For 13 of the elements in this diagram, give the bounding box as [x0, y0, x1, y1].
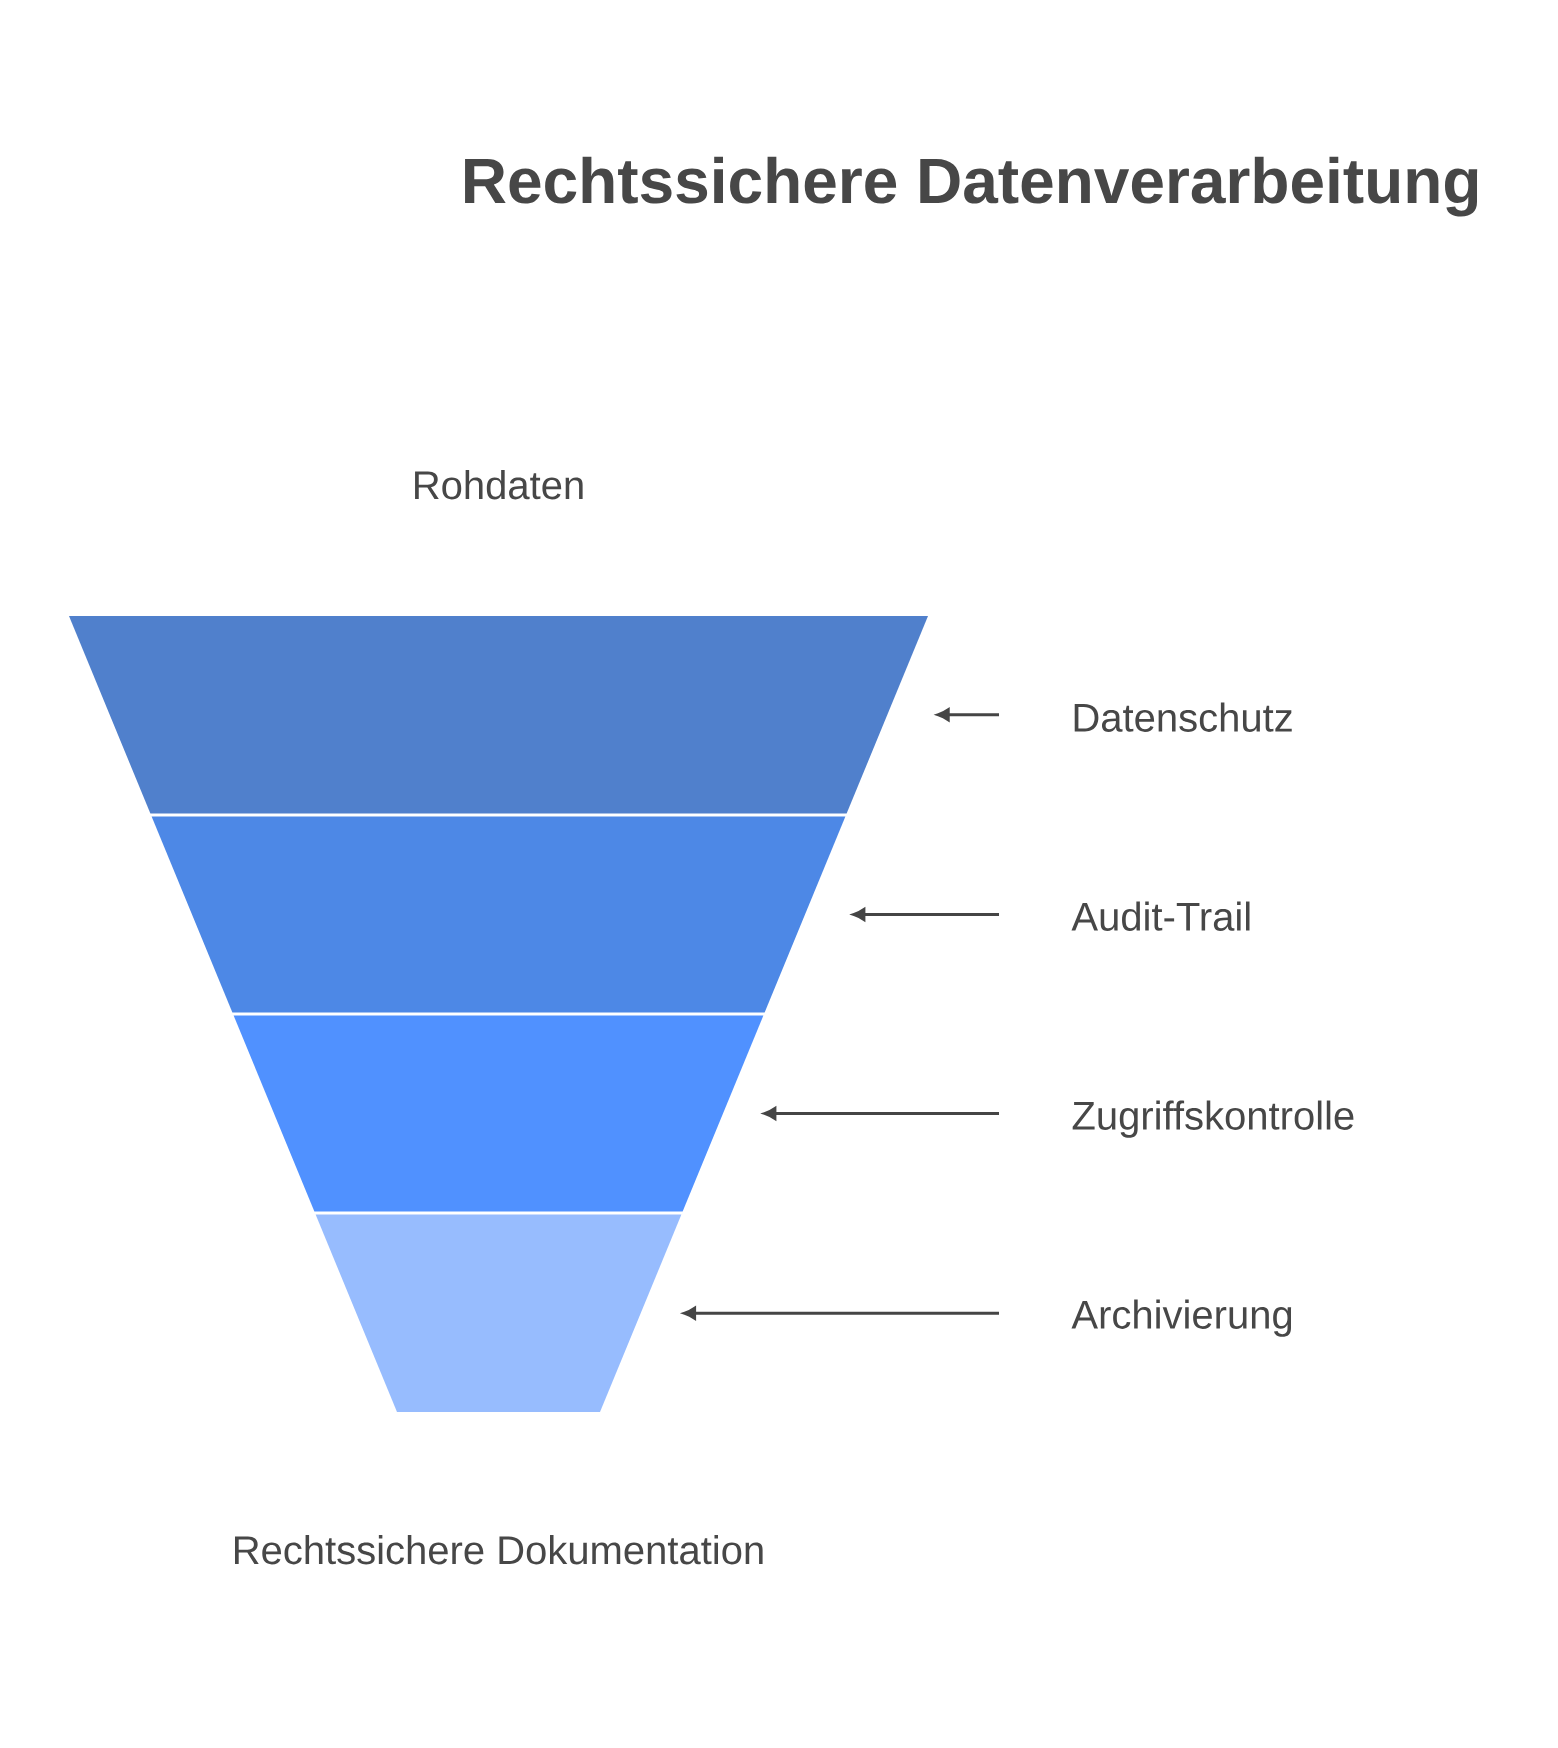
bottom-label: Rechtssichere Dokumentation: [235, 1535, 763, 1565]
title: Rechtssichere Datenverarbeitung: [465, 156, 1478, 217]
funnel-band: [69, 616, 928, 814]
stage-label: Audit-Trail: [1071, 901, 1250, 931]
arrow: [683, 1306, 999, 1320]
funnel-band: [233, 1015, 764, 1212]
stage-label: Archivierung: [1071, 1299, 1292, 1337]
stage-label: Datenschutz: [1074, 702, 1292, 732]
arrow: [936, 708, 999, 722]
stage-label: Zugriffskontrolle: [1072, 1100, 1354, 1138]
funnel-band: [151, 816, 846, 1013]
funnel-band: [315, 1214, 682, 1412]
top-label: Rohdaten: [415, 470, 583, 500]
